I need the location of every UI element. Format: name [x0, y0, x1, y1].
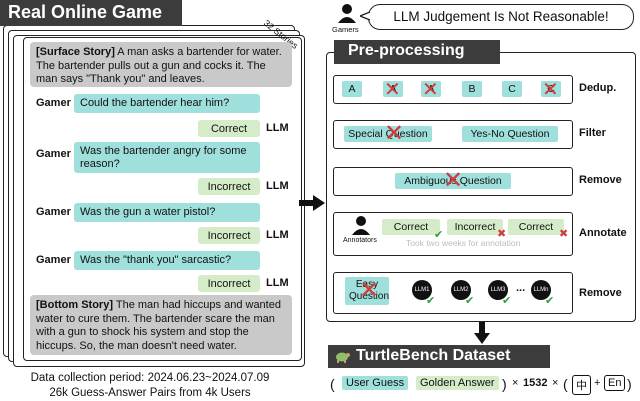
- yes-no-question-chip: Yes-No Question: [462, 126, 558, 142]
- dataset-banner: TurtleBench Dataset: [328, 345, 550, 368]
- bottom-story-label: [Bottom Story]: [36, 299, 113, 311]
- dedup-chip-a2: A: [383, 81, 403, 97]
- surface-story: [Surface Story] A man asks a bartender f…: [30, 42, 292, 87]
- judge-llm-4: LLM: [266, 277, 289, 289]
- annotators-label: Annotators: [343, 237, 377, 244]
- preprocessing-banner: Pre-processing: [334, 40, 500, 64]
- cross-icon: ✕: [443, 167, 464, 194]
- formula-plus: +: [594, 377, 601, 389]
- remove-easy-label: Remove: [579, 287, 622, 299]
- dedup-chip-c2: C: [541, 81, 561, 97]
- annotation-note: Took two weeks for annotation: [406, 238, 521, 248]
- answer-bubble-1: Correct: [198, 120, 260, 137]
- surface-story-text: A man asks a bartender for water. The ba…: [36, 46, 282, 85]
- annotator-icon: [350, 215, 372, 240]
- cross-icon: ✖: [497, 228, 507, 240]
- easy-question-chip: Easy Question: [345, 277, 389, 305]
- annotate-chip-correct-2: Correct: [508, 219, 564, 235]
- dedup-step-box: [333, 75, 573, 104]
- zh-tag: 中: [572, 375, 591, 395]
- formula-count: 1532: [523, 377, 548, 389]
- judge-llm-2: LLM: [266, 180, 289, 192]
- gamer-avatar-icon: [337, 3, 357, 28]
- arrow-down-icon: [474, 322, 490, 344]
- formula-close-paren: ): [502, 376, 507, 392]
- question-bubble-3: Was the gun a water pistol?: [74, 203, 260, 222]
- annotate-chip-incorrect: Incorrect: [447, 219, 503, 235]
- collection-period: Data collection period: 2024.06.23~2024.…: [30, 372, 270, 384]
- ambiguous-question-chip: Ambiguous Question: [395, 173, 511, 189]
- speaker-gamer-3: Gamer: [36, 206, 71, 218]
- pairs-summary: 26k Guess-Answer Pairs from 4k Users: [49, 387, 251, 399]
- en-tag: En: [604, 375, 626, 391]
- complaint-text: LLM Judgement Is Not Reasonable!: [393, 9, 609, 24]
- cross-icon: ✕: [384, 79, 401, 101]
- speaker-gamer-4: Gamer: [36, 254, 71, 266]
- answer-bubble-4: Incorrect: [198, 275, 260, 292]
- llm-1-icon: LLM1: [412, 280, 432, 300]
- bottom-story: [Bottom Story] The man had hiccups and w…: [30, 295, 292, 355]
- filter-label: Filter: [579, 127, 606, 139]
- remove-ambiguous-label: Remove: [579, 174, 622, 186]
- check-icon: ✔: [465, 295, 475, 307]
- annotate-label: Annotate: [579, 227, 627, 239]
- judge-llm-3: LLM: [266, 229, 289, 241]
- answer-bubble-2: Incorrect: [198, 178, 260, 195]
- judge-llm-1: LLM: [266, 122, 289, 134]
- special-question-chip: Special Question: [344, 126, 432, 142]
- dataset-formula: ( User Guess Golden Answer ) × 1532 × ( …: [330, 375, 635, 395]
- formula-times-1: ×: [512, 377, 519, 389]
- cross-icon: ✕: [542, 79, 559, 101]
- cross-icon: ✕: [384, 120, 405, 147]
- complaint-bubble: LLM Judgement Is Not Reasonable!: [368, 4, 634, 30]
- check-icon: ✔: [545, 295, 555, 307]
- annotate-chip-correct-1: Correct: [382, 219, 440, 235]
- llm-3-icon: LLM3: [488, 280, 508, 300]
- preprocessing-title: Pre-processing: [348, 42, 465, 59]
- easy-question-text: Easy Question: [349, 279, 390, 302]
- formula-open-paren: (: [330, 376, 335, 392]
- answer-bubble-3: Incorrect: [198, 227, 260, 244]
- arrow-right-icon: [299, 195, 325, 211]
- turtle-icon: [334, 348, 350, 364]
- bottom-story-text: The man had hiccups and wanted water to …: [36, 299, 281, 352]
- question-bubble-1: Could the bartender hear him?: [74, 94, 260, 113]
- dataset-title: TurtleBench Dataset: [356, 347, 511, 364]
- formula-times-2: ×: [552, 377, 559, 389]
- dedup-chip-a3: A: [421, 81, 441, 97]
- formula-lang-open: (: [563, 376, 568, 392]
- cross-icon: ✕: [422, 79, 439, 101]
- llm-n-icon: LLMn: [531, 280, 551, 300]
- surface-story-label: [Surface Story]: [36, 46, 115, 58]
- gamers-label: Gamers: [332, 25, 359, 34]
- check-icon: ✔: [434, 229, 444, 241]
- dedup-chip-a1: A: [342, 81, 362, 97]
- cross-icon: ✕: [359, 277, 380, 304]
- check-icon: ✔: [426, 295, 436, 307]
- models-ellipsis: ...: [516, 282, 526, 294]
- llm-2-icon: LLM2: [451, 280, 471, 300]
- user-guess-chip: User Guess: [342, 376, 409, 390]
- golden-answer-chip: Golden Answer: [416, 376, 499, 390]
- dedup-label: Dedup.: [579, 82, 617, 94]
- speech-tail-icon: [360, 11, 370, 21]
- check-icon: ✔: [502, 295, 512, 307]
- speaker-gamer-2: Gamer: [36, 148, 71, 160]
- game-title-banner: Real Online Game: [0, 0, 182, 26]
- game-title: Real Online Game: [8, 2, 163, 22]
- formula-lang-close: ): [627, 376, 632, 392]
- question-bubble-4: Was the "thank you" sarcastic?: [74, 251, 260, 270]
- dedup-chip-b: B: [462, 81, 482, 97]
- cross-icon: ✖: [559, 228, 569, 240]
- question-bubble-2: Was the bartender angry for some reason?: [74, 142, 260, 173]
- dedup-chip-c1: C: [502, 81, 522, 97]
- speaker-gamer-1: Gamer: [36, 97, 71, 109]
